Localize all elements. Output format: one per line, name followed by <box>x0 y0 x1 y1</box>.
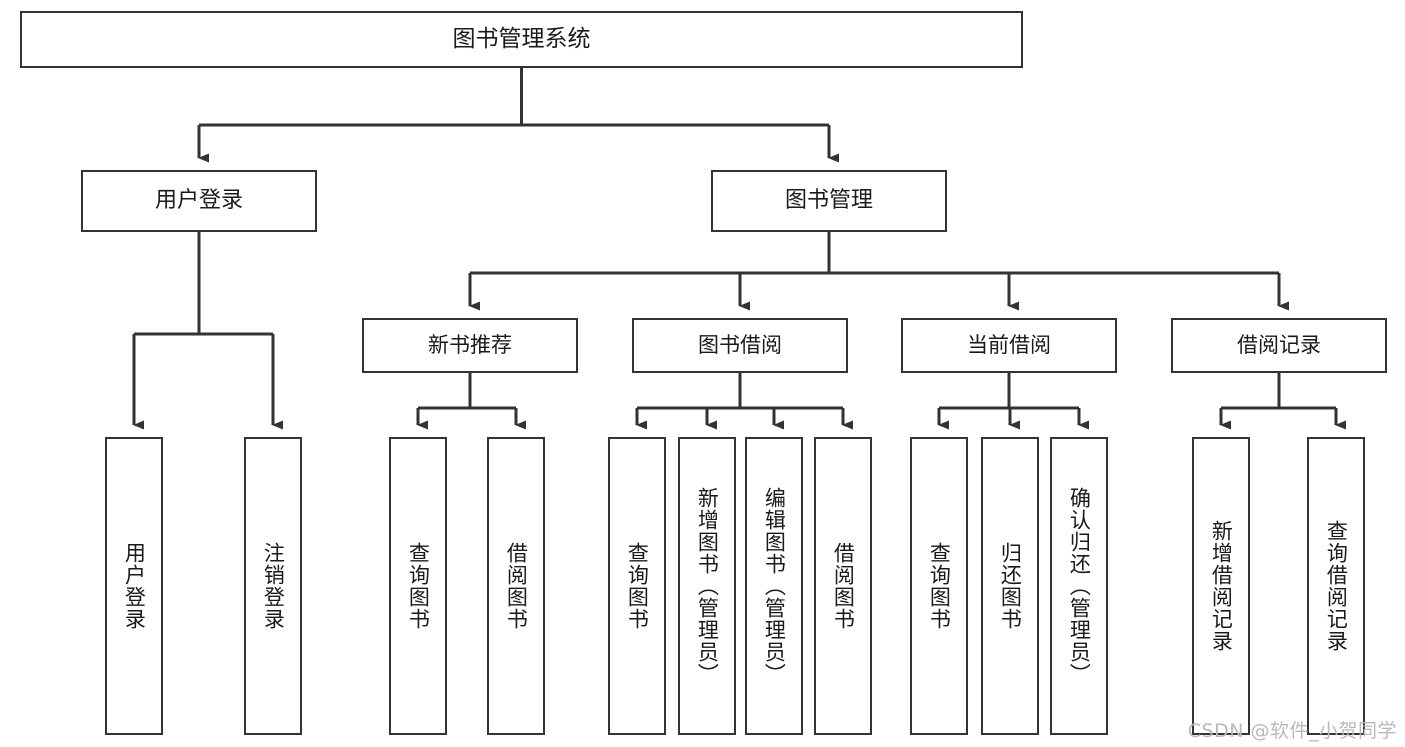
node-leaf-user-login[interactable]: 用户登录 <box>105 437 163 735</box>
node-label: 用户登录 <box>154 188 243 214</box>
node-leaf-add-borrow-record[interactable]: 新增借阅记录 <box>1192 437 1250 735</box>
node-label: 新增图书（管理员） <box>695 487 720 685</box>
node-label: 图书管理 <box>784 188 873 214</box>
node-leaf-borrow-book-1[interactable]: 借阅图书 <box>487 437 545 735</box>
node-label: 确认归还（管理员） <box>1067 487 1092 685</box>
node-leaf-confirm-return-admin[interactable]: 确认归还（管理员） <box>1050 437 1108 735</box>
node-label: 图书借阅 <box>698 333 782 358</box>
node-leaf-logout-login[interactable]: 注销登录 <box>244 437 302 735</box>
node-label: 注销登录 <box>261 542 286 630</box>
node-borrow-record[interactable]: 借阅记录 <box>1171 318 1387 373</box>
node-leaf-return-book[interactable]: 归还图书 <box>981 437 1039 735</box>
node-user-login[interactable]: 用户登录 <box>81 170 317 232</box>
node-current-borrow[interactable]: 当前借阅 <box>901 318 1117 373</box>
node-book-borrow[interactable]: 图书借阅 <box>632 318 848 373</box>
node-new-book-recommend[interactable]: 新书推荐 <box>362 318 578 373</box>
node-label: 图书管理系统 <box>452 25 591 52</box>
node-label: 新增借阅记录 <box>1209 520 1234 652</box>
node-label: 查询图书 <box>625 542 650 630</box>
node-label: 借阅图书 <box>831 542 856 630</box>
node-label: 借阅记录 <box>1237 333 1321 358</box>
node-leaf-query-book-2[interactable]: 查询图书 <box>608 437 666 735</box>
node-label: 查询图书 <box>406 542 431 630</box>
node-leaf-borrow-book-2[interactable]: 借阅图书 <box>814 437 872 735</box>
node-leaf-add-book-admin[interactable]: 新增图书（管理员） <box>678 437 736 735</box>
node-label: 新书推荐 <box>428 333 512 358</box>
watermark-text: CSDN @软件_小贺同学 <box>1187 720 1397 742</box>
node-leaf-query-book-1[interactable]: 查询图书 <box>389 437 447 735</box>
node-label: 借阅图书 <box>504 542 529 630</box>
node-label: 查询借阅记录 <box>1324 520 1349 652</box>
node-book-manage[interactable]: 图书管理 <box>711 170 947 232</box>
node-label: 用户登录 <box>122 542 147 630</box>
node-label: 查询图书 <box>927 542 952 630</box>
node-leaf-query-borrow-record[interactable]: 查询借阅记录 <box>1307 437 1365 735</box>
node-label: 当前借阅 <box>967 333 1051 358</box>
node-leaf-edit-book-admin[interactable]: 编辑图书（管理员） <box>745 437 803 735</box>
node-root-system[interactable]: 图书管理系统 <box>20 11 1023 68</box>
node-label: 编辑图书（管理员） <box>762 487 787 685</box>
node-leaf-query-book-3[interactable]: 查询图书 <box>910 437 968 735</box>
node-label: 归还图书 <box>998 542 1023 630</box>
